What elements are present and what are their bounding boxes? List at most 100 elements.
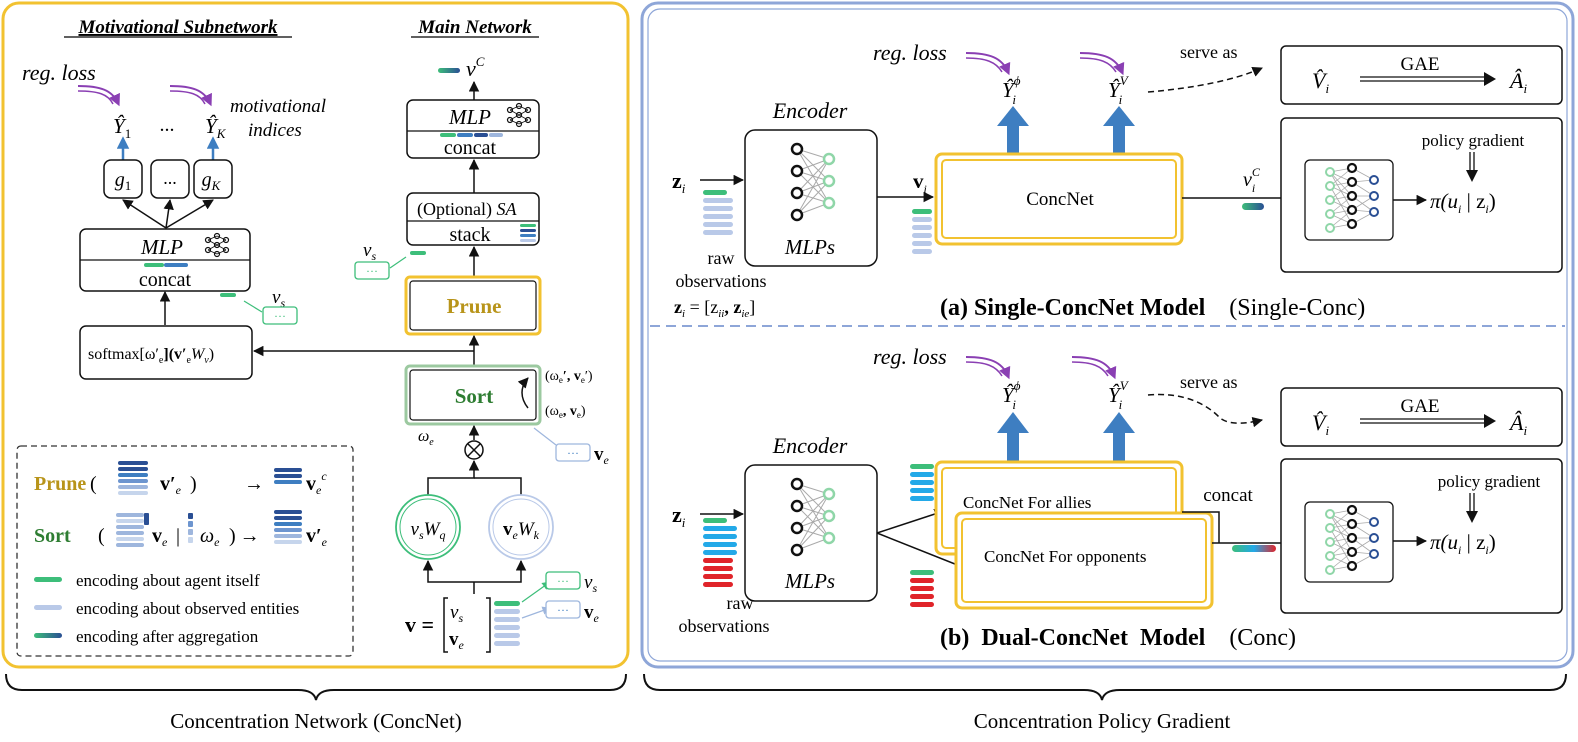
ve-label-bottom: ve (584, 602, 600, 625)
right-bottom-label: Concentration Policy Gradient (974, 709, 1231, 733)
reg-loss-label: reg. loss (22, 60, 96, 85)
prune-box-inner (409, 280, 537, 331)
vs-dots-box-mid (354, 261, 390, 280)
vs-dots-box-bottom (545, 571, 581, 590)
mlps-label-a: MLPs (784, 235, 835, 259)
v-eq-ve: ve (449, 629, 465, 652)
legend-sort-word: Sort (34, 525, 71, 547)
motivational-subnetwork-title: Motivational Subnetwork (77, 17, 278, 38)
legend-sort-open: ( (98, 525, 105, 547)
yk-hat: ŶK (205, 114, 227, 141)
caption-b: (b) Dual-ConcNet Model(Conc) (940, 625, 1296, 651)
network-icon (204, 232, 230, 258)
ve-dots-box-bottom (545, 600, 581, 619)
v-hat-b: V̂i (1312, 410, 1329, 438)
gk-box (193, 159, 233, 199)
y1-hat: Ŷ1 (113, 114, 131, 141)
reg-loss-a: reg. loss (873, 40, 947, 65)
left-brace (5, 673, 627, 701)
ve-wk-label: veWk (503, 519, 540, 542)
network-icon-main (506, 102, 532, 128)
main-mlp-label: MLP (448, 105, 491, 129)
reg-loss-arrow-1 (77, 85, 120, 107)
encoder-label-a: Encoder (772, 98, 848, 123)
vs-dots-left: ··· (274, 309, 286, 323)
concat-bar-blue (164, 263, 188, 267)
vs-wq-circle (395, 494, 461, 560)
gae-label-b: GAE (1400, 396, 1439, 417)
v-eq-label: v = (405, 612, 434, 637)
vc-bar (438, 68, 460, 73)
legend-box (16, 445, 354, 657)
vs-label-left: vs (272, 287, 285, 310)
right-brace (643, 673, 1567, 701)
concat-vector-b (1232, 545, 1276, 552)
sort-box-outer (404, 364, 542, 426)
blue-arrow-phi-b (997, 412, 1029, 466)
concnet-opponents-outer (954, 511, 1214, 610)
legend-sort-omega: ωe (200, 525, 220, 549)
y-dots: ... (160, 114, 175, 136)
main-concat-label: concat (444, 137, 497, 159)
legend-item-entities: encoding about observed entities (76, 599, 299, 618)
raw-label-a: raw (708, 248, 735, 268)
legend-prune-word: Prune (34, 473, 86, 495)
motivational-mlp-label: MLP (140, 235, 183, 259)
legend-prune-result: vec (306, 469, 327, 497)
legend-sort-bar: | (176, 525, 180, 547)
legend-prune-close: ) (190, 473, 197, 495)
legend-prune-arrow: → (244, 473, 264, 495)
serve-as-b: serve as (1180, 372, 1237, 392)
mlps-label-b: MLPs (784, 569, 835, 593)
observations-label-b: observations (679, 616, 770, 636)
serve-as-arrow-a (1147, 67, 1263, 93)
stack-label: stack (449, 224, 490, 246)
concnet-allies-label: ConcNet For allies (963, 493, 1091, 512)
concnet-box-a-outer (934, 152, 1184, 246)
vs-wq-label: vsWq (411, 519, 446, 542)
policy-gradient-b: policy gradient (1438, 472, 1541, 491)
vs-label-mid: vs (363, 240, 376, 263)
gae-box-b (1280, 387, 1563, 447)
encoder-network-a (790, 142, 836, 222)
z-input-a: zi (672, 168, 686, 196)
legend-item-agent: encoding about agent itself (76, 571, 260, 590)
gk-label: gK (202, 169, 222, 193)
legend-prune-open: ( (90, 473, 97, 495)
raw-label-b: raw (727, 593, 754, 613)
vs-dots-bottom: ··· (557, 574, 569, 588)
observations-label-a: observations (676, 271, 767, 291)
g-dots-box (150, 159, 190, 199)
ve-dots-bottom: ··· (557, 603, 569, 617)
ve-dots-box (555, 443, 591, 462)
sort-label: Sort (455, 384, 494, 408)
prune-box-outer (404, 275, 542, 336)
g1-label: g1 (115, 169, 132, 193)
sort-box-inner (409, 369, 537, 421)
legend-sort-result: v′e (306, 525, 328, 549)
gae-box-a (1280, 45, 1563, 105)
legend-swatch-entities (34, 605, 62, 610)
right-panel-border (640, 1, 1575, 669)
g1-box (103, 159, 143, 199)
serve-as-a: serve as (1180, 42, 1237, 62)
v-eq-vs: vs (450, 602, 463, 625)
concat-bar-green (144, 263, 164, 267)
v-i-label-a: vi (913, 169, 927, 196)
legend-swatch-aggregation (34, 633, 62, 638)
blue-arrow-phi-a (997, 106, 1029, 155)
vs-dots-mid: ··· (366, 264, 378, 278)
omega-pair: (ωe, ve) (545, 404, 586, 420)
z-eq-label: zi = [zii, zie] (674, 297, 755, 320)
legend-sort-ve: ve (152, 525, 168, 549)
policy-gradient-a: policy gradient (1422, 131, 1525, 150)
motivational-concat-label: concat (139, 269, 192, 291)
multiply-operator (464, 440, 484, 460)
motivational-indices-label: motivational (230, 96, 326, 117)
vs-dots-box-left (262, 306, 298, 325)
